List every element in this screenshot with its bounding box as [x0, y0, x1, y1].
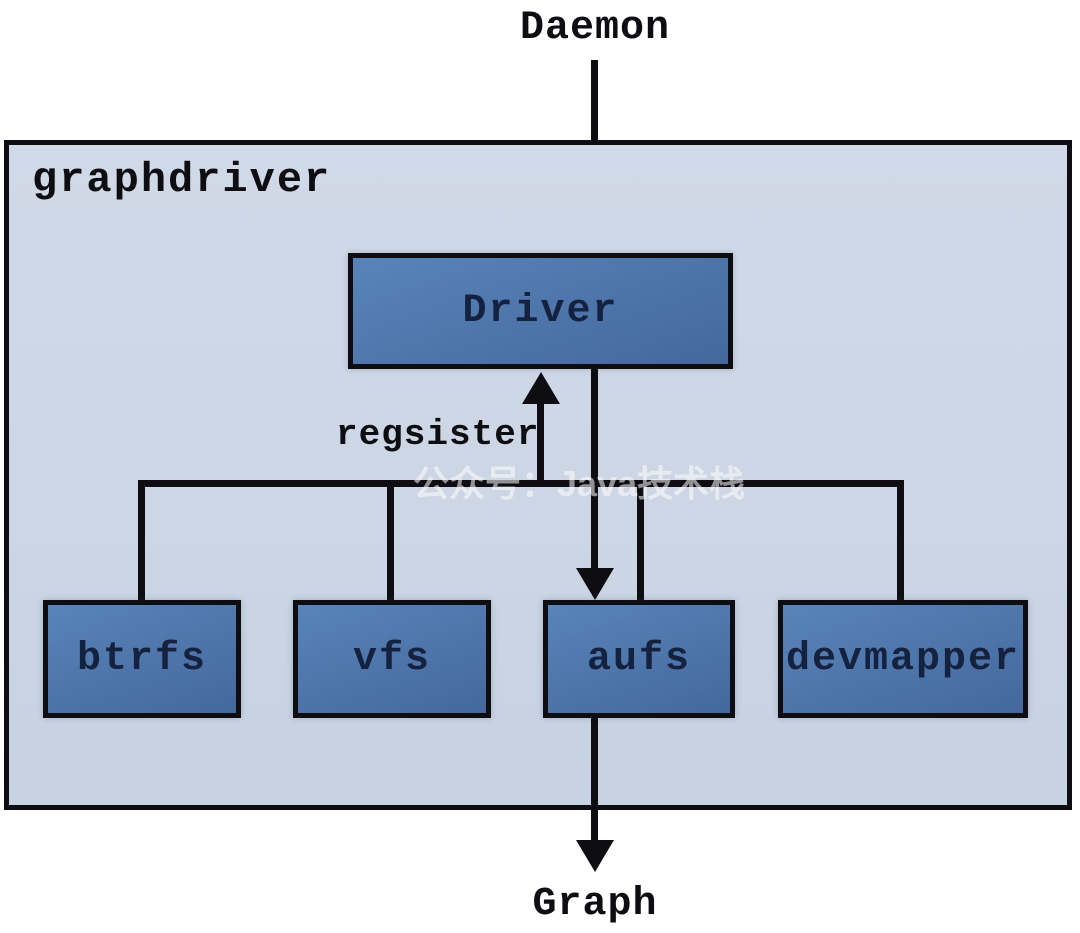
aufs-node: aufs: [543, 600, 735, 718]
driver-node: Driver: [348, 253, 733, 369]
bus-to-btrfs-line: [138, 480, 145, 600]
register-arrowhead-icon: [522, 372, 560, 404]
btrfs-node-label: btrfs: [76, 636, 208, 682]
bus-to-devmapper-line: [897, 480, 904, 600]
aufs-to-graph-arrowhead-icon: [576, 840, 614, 872]
aufs-to-graph-line: [591, 716, 598, 842]
daemon-label: Daemon: [519, 6, 671, 51]
watermark-text: 公众号：Java技术栈: [413, 463, 746, 504]
graph-label: Graph: [532, 882, 658, 927]
register-line: [537, 402, 544, 487]
devmapper-node-label: devmapper: [785, 636, 1021, 682]
devmapper-node: devmapper: [778, 600, 1028, 718]
children-bus-line: [138, 480, 904, 487]
btrfs-node: btrfs: [43, 600, 241, 718]
driver-node-label: Driver: [462, 288, 619, 334]
register-label: regsister: [336, 414, 540, 455]
driver-to-aufs-arrowhead-icon: [576, 568, 614, 600]
bus-to-aufs-line: [637, 480, 644, 600]
vfs-node-label: vfs: [352, 636, 431, 682]
driver-to-aufs-line: [591, 369, 598, 572]
graphdriver-label: graphdriver: [32, 156, 332, 204]
bus-to-vfs-line: [387, 480, 394, 600]
aufs-node-label: aufs: [586, 636, 691, 682]
vfs-node: vfs: [293, 600, 491, 718]
